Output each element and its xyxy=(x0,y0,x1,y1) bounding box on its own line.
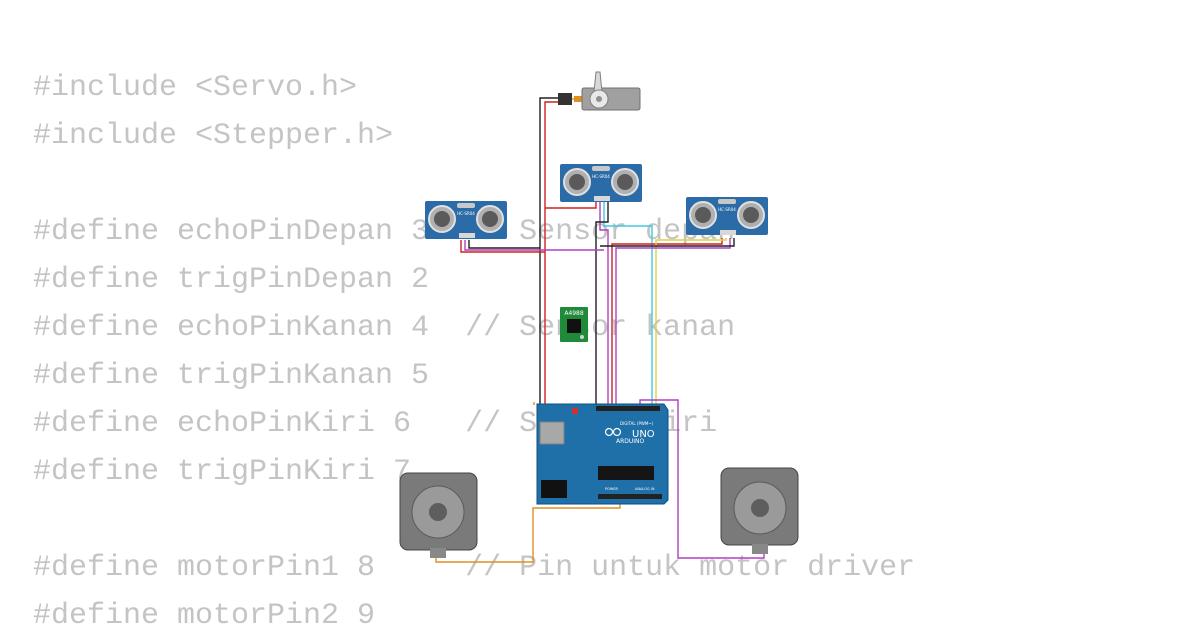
stepper-driver-a4988[interactable]: A4988 xyxy=(560,307,588,342)
wire-stepper-right xyxy=(639,399,765,559)
driver-potentiometer xyxy=(580,335,584,339)
digital-header xyxy=(596,406,660,411)
usb-port xyxy=(539,421,565,445)
motor-connector xyxy=(752,544,768,554)
servo-shaft xyxy=(596,96,602,102)
code-line: #define motorPin2 9 xyxy=(33,599,376,633)
wire-sensor-center-echo xyxy=(603,200,653,410)
sensor-crystal xyxy=(718,199,736,204)
digital-label: DIGITAL (PWM~) xyxy=(620,421,654,426)
ultrasonic-sensor-left[interactable]: HC-SR04 xyxy=(425,201,507,239)
wire-sensor-left-gnd xyxy=(468,240,540,249)
wire-sensor-right-echo xyxy=(615,238,731,410)
driver-chip xyxy=(567,319,581,333)
sensor-mesh xyxy=(482,211,498,227)
code-line: #define trigPinKanan 5 xyxy=(33,359,430,393)
arduino-logo xyxy=(604,427,622,437)
wire-sensor-right-gnd xyxy=(600,238,735,247)
code-line: #define echoPinDepan 3 // Sensor depan xyxy=(33,215,736,249)
servo-connector xyxy=(558,93,572,105)
wire-sensor-center-gnd xyxy=(595,200,609,410)
wire-sensor-left-trig xyxy=(464,240,604,251)
wire-servo-vcc xyxy=(544,101,560,405)
sensor-label: HC-SR04 xyxy=(457,211,475,216)
sensor-mesh xyxy=(617,174,633,190)
board-model: UNO xyxy=(632,429,655,440)
wire-sensor-center-vcc xyxy=(545,200,597,209)
sensor-pins xyxy=(720,230,736,235)
power-jack xyxy=(541,480,567,498)
arduino-uno-board[interactable]: DIGITAL (PWM~) ARDUINO UNO POWER ANALOG … xyxy=(536,403,669,505)
analog-label: ANALOG IN xyxy=(635,487,655,491)
motor-connector xyxy=(430,548,446,558)
code-line: #define trigPinKiri 7 xyxy=(33,455,412,489)
driver-label: A4988 xyxy=(564,310,584,317)
code-line: #include <Servo.h> xyxy=(33,71,358,105)
analog-power-header xyxy=(598,494,662,499)
wire-stepper-left xyxy=(435,496,621,563)
servo-horn xyxy=(593,71,603,93)
sensor-mesh xyxy=(743,207,759,223)
code-line: #define motorPin1 8 // Pin untuk motor d… xyxy=(33,551,916,585)
sensor-mesh xyxy=(569,174,585,190)
sensor-pins xyxy=(459,233,475,238)
ultrasonic-sensor-center[interactable]: HC-SR04 xyxy=(560,164,642,202)
stepper-motor-left[interactable] xyxy=(399,472,478,558)
sensor-pins xyxy=(594,196,610,201)
code-line: #define echoPinKanan 4 // Sensor kanan xyxy=(33,311,736,345)
servo-cable xyxy=(574,96,586,102)
stepper-motor-right[interactable] xyxy=(720,467,799,554)
wire-sensor-right-trig xyxy=(655,238,727,410)
sensor-crystal xyxy=(592,166,610,171)
sensor-mesh xyxy=(695,207,711,223)
wiring xyxy=(435,97,765,563)
sensor-mesh xyxy=(434,211,450,227)
atmega-chip xyxy=(598,466,654,480)
servo-motor[interactable] xyxy=(558,71,641,111)
power-label: POWER xyxy=(605,487,619,491)
sensor-crystal xyxy=(457,203,475,208)
reset-button[interactable] xyxy=(572,408,578,414)
ultrasonic-sensor-right[interactable]: HC-SR04 xyxy=(686,197,768,235)
motor-shaft xyxy=(751,499,769,517)
wire-sensor-right-vcc xyxy=(611,238,723,410)
sensor-label: HC-SR04 xyxy=(718,207,736,212)
wire-servo-gnd xyxy=(539,97,560,405)
wire-sensor-left-vcc xyxy=(460,240,545,253)
motor-shaft xyxy=(429,503,447,521)
code-line: #define trigPinDepan 2 xyxy=(33,263,430,297)
code-line: #include <Stepper.h> xyxy=(33,119,394,153)
wire-sensor-center-trig xyxy=(599,200,609,410)
sensor-label: HC-SR04 xyxy=(592,174,610,179)
board-brand: ARDUINO xyxy=(616,438,645,445)
